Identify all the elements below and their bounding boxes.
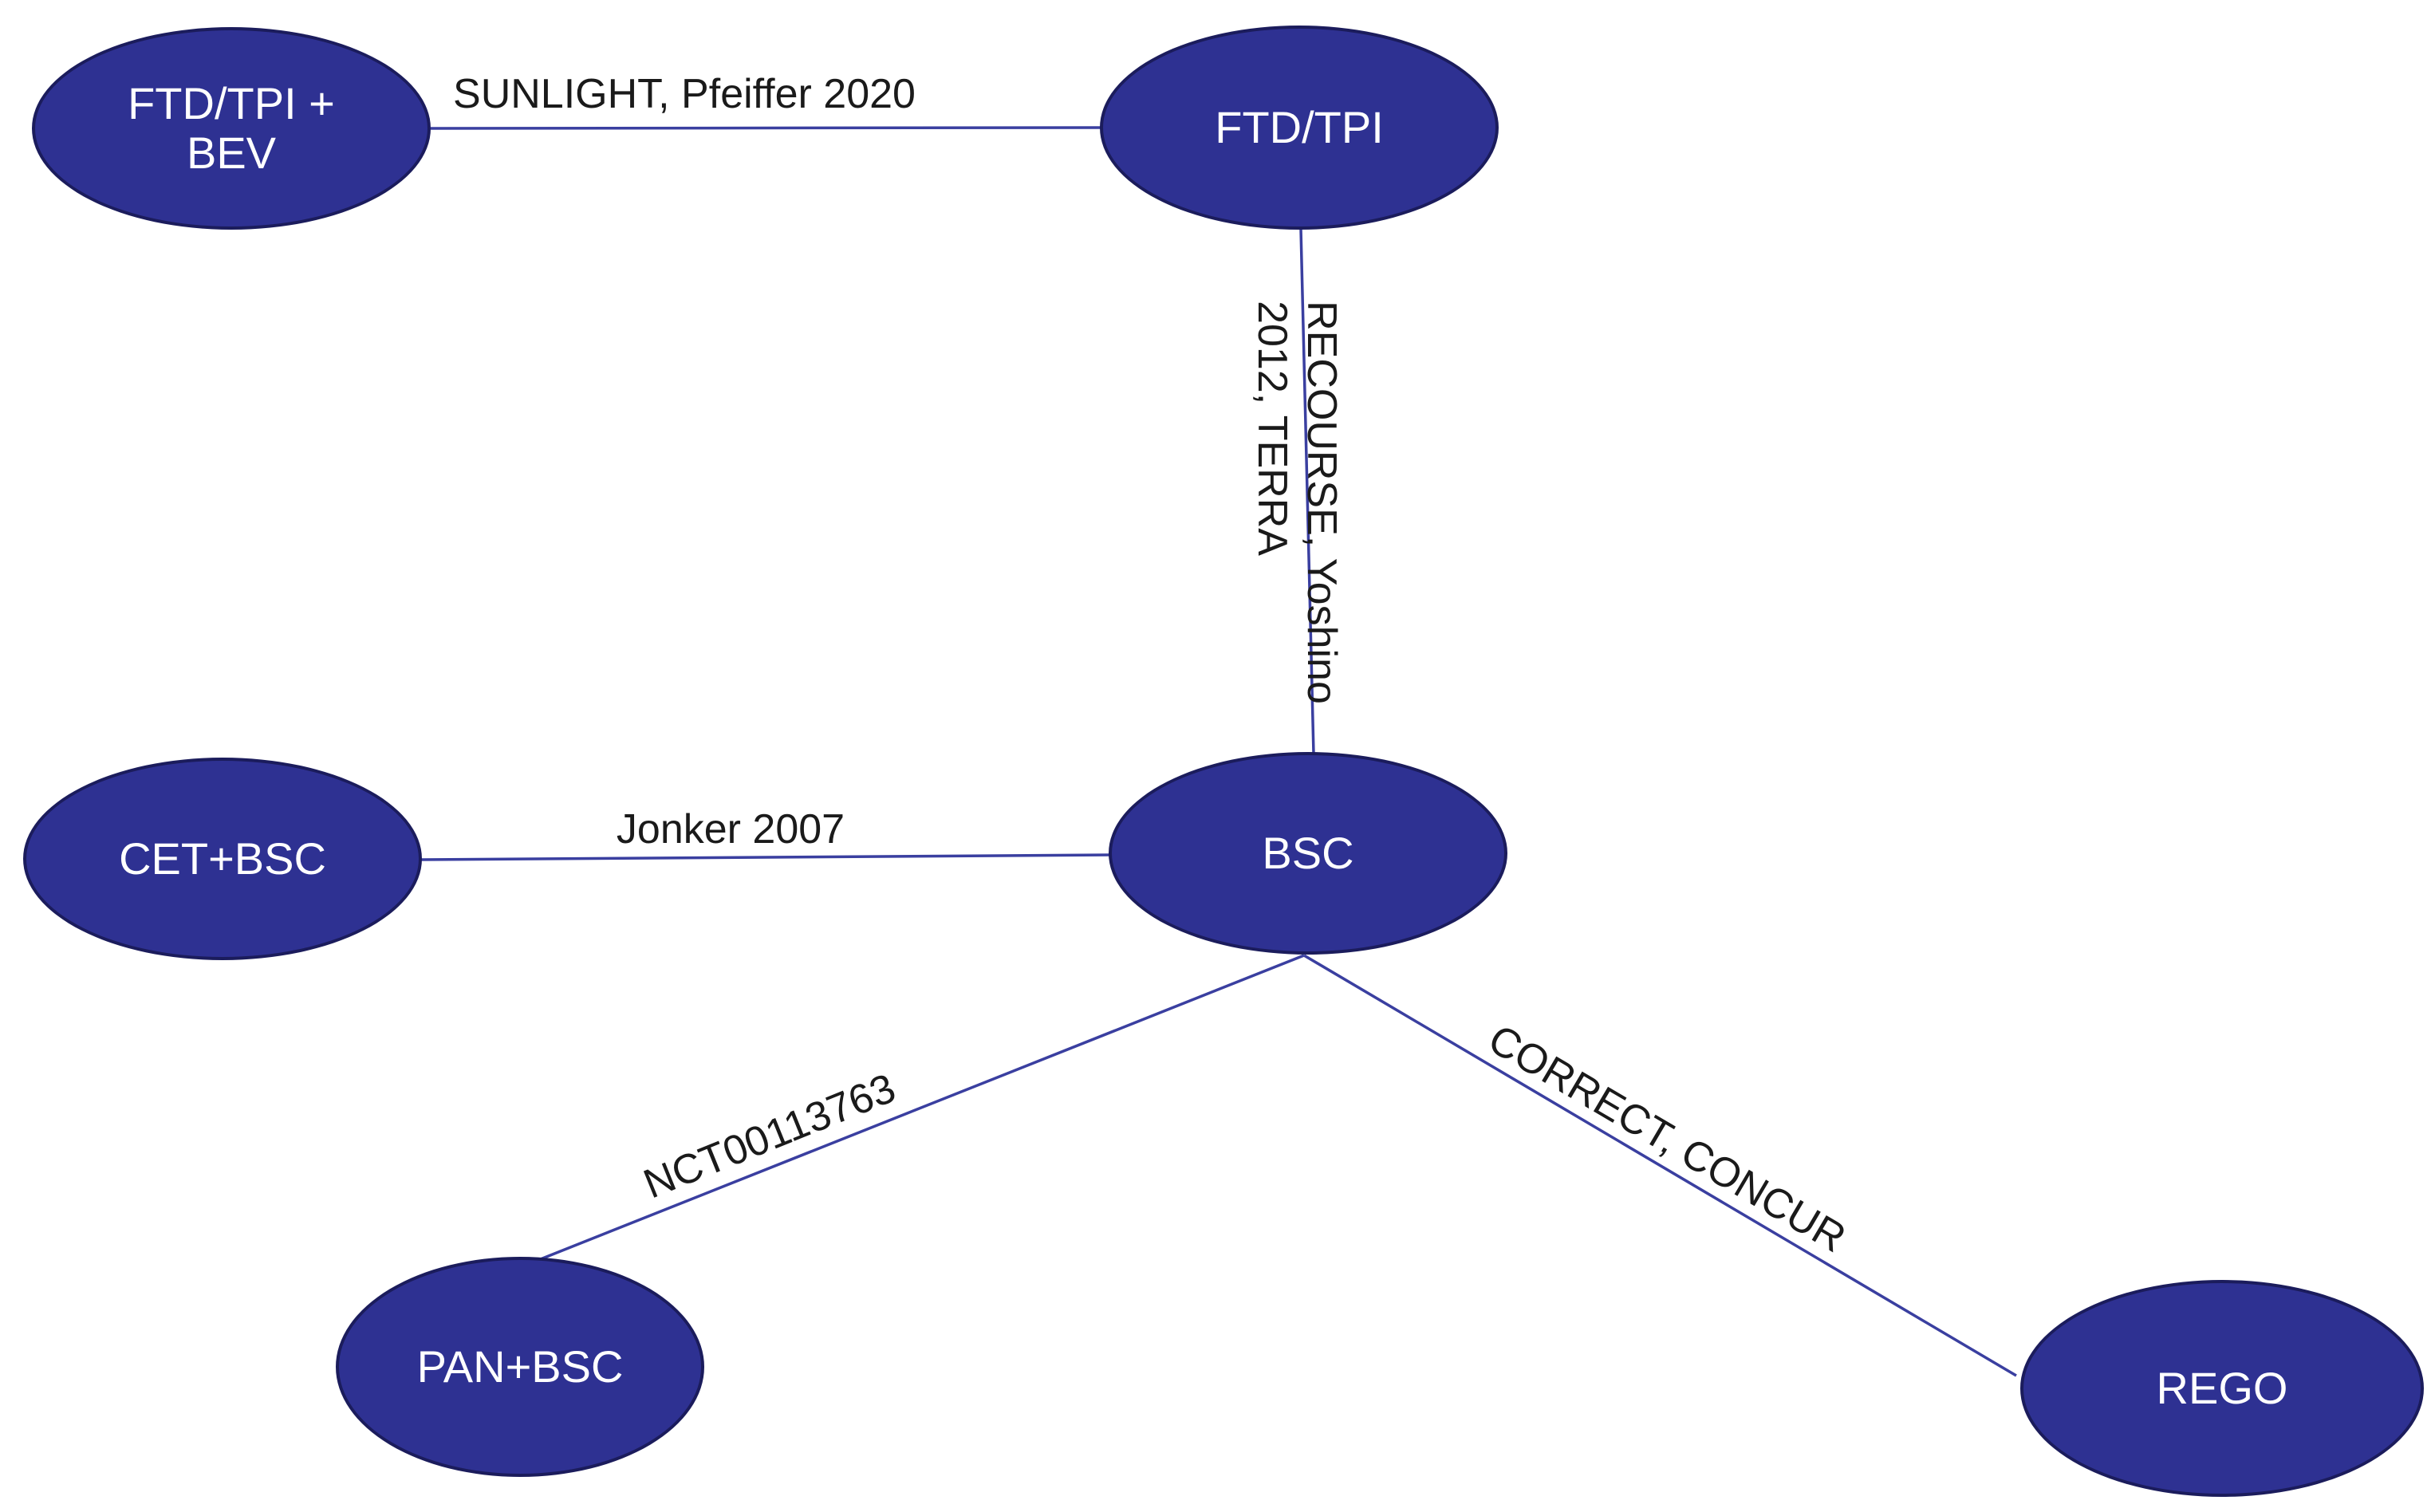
- node-label: FTD/TPI: [1215, 102, 1384, 152]
- edge-label-recourse-line1: RECOURSE, Yoshino: [1298, 301, 1345, 704]
- edge-label-sunlight-pfeiffer: SUNLIGHT, Pfeiffer 2020: [453, 71, 916, 117]
- edge-bsc-panbsc: [526, 954, 1305, 1266]
- edge-cetbsc-bsc: [420, 853, 1111, 861]
- node-rego: REGO: [2020, 1280, 2424, 1497]
- node-label: CET+BSC: [119, 833, 326, 884]
- node-cet-bsc: CET+BSC: [23, 758, 422, 960]
- node-label-line: FTD/TPI +: [128, 78, 335, 128]
- edge-bsc-rego: [1303, 954, 2017, 1377]
- node-pan-bsc: PAN+BSC: [336, 1257, 704, 1477]
- node-bsc: BSC: [1109, 752, 1507, 955]
- node-ftdtpi: FTD/TPI: [1100, 26, 1499, 230]
- node-label-line: BEV: [186, 128, 277, 178]
- node-label: PAN+BSC: [416, 1341, 624, 1392]
- edge-label-recourse-line2: 2012, TERRA: [1249, 301, 1295, 556]
- node-label: BSC: [1262, 828, 1354, 878]
- node-ftdtpi-plus-bev: FTD/TPI + BEV: [32, 27, 431, 230]
- node-label: REGO: [2156, 1363, 2288, 1413]
- edge-ftdtpi-bsc: [1299, 228, 1315, 754]
- edge-label-jonker: Jonker 2007: [616, 806, 845, 852]
- edge-label-recourse-terra: RECOURSE, Yoshino 2012, TERRA: [1247, 301, 1346, 704]
